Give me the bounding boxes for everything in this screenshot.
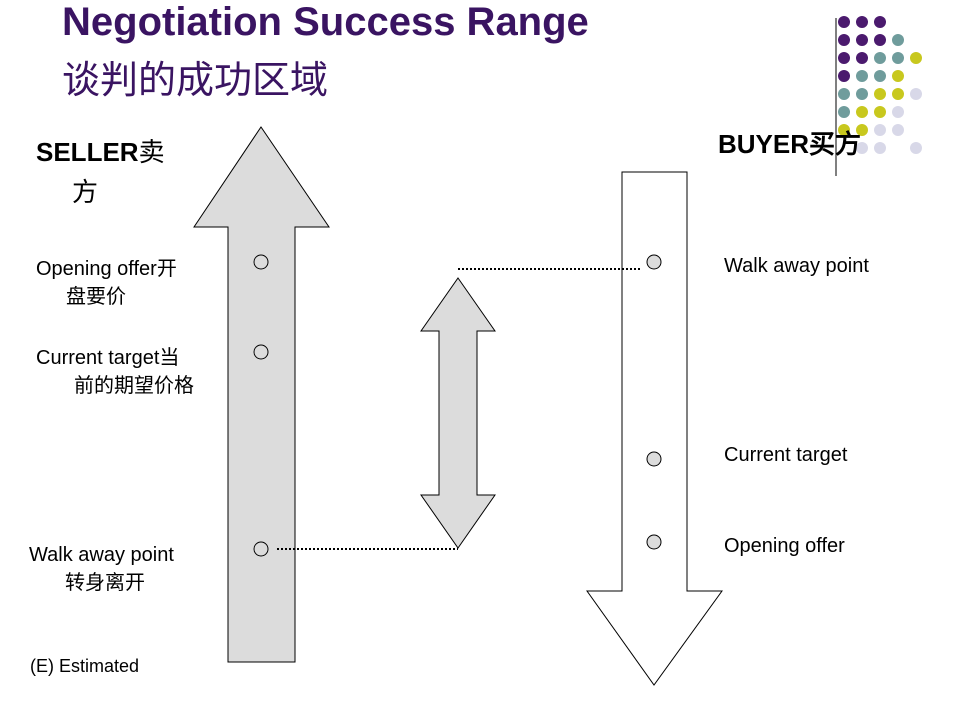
decorative-dot [910, 52, 922, 64]
seller-current-target-line2: 前的期望价格 [74, 375, 194, 397]
buyer-heading: BUYER买方 [718, 129, 862, 159]
decorative-dot [874, 70, 886, 82]
page-title: Negotiation Success Range [62, 0, 589, 44]
page-subtitle: 谈判的成功区域 [62, 58, 329, 102]
decorative-dot [838, 106, 850, 118]
decorative-dot [856, 88, 868, 100]
decorative-dot [838, 16, 850, 28]
decorative-dot [856, 106, 868, 118]
decorative-dot [874, 88, 886, 100]
decorative-dot [892, 106, 904, 118]
buyer-walk-away-label: Walk away point [724, 255, 869, 277]
seller-heading-zh-1: 卖 [138, 137, 165, 167]
success-range-double-arrow [420, 277, 496, 549]
seller-up-arrow [193, 126, 330, 663]
buyer-current-target-label: Current target [724, 444, 848, 466]
decorative-dot [838, 124, 850, 136]
buyer-current-target-marker [646, 451, 662, 467]
seller-opening-offer-marker [253, 254, 269, 270]
decorative-dot [838, 88, 850, 100]
decorative-dot [856, 70, 868, 82]
decorative-dot [856, 34, 868, 46]
decorative-dot [838, 52, 850, 64]
buyer-opening-offer-marker [646, 534, 662, 550]
decorative-dot [856, 142, 868, 154]
decorative-dot [874, 142, 886, 154]
decorative-dot [874, 16, 886, 28]
seller-walk-away-line2: 转身离开 [65, 572, 145, 594]
seller-opening-offer-label: Opening offer开 盘要价 [36, 255, 177, 311]
decorative-dot [838, 34, 850, 46]
decorative-dot [892, 70, 904, 82]
seller-walk-away-line1: Walk away point [29, 544, 174, 566]
decorative-dot [874, 34, 886, 46]
seller-walk-away-label: Walk away point 转身离开 [29, 541, 174, 597]
decorative-dot-grid [838, 16, 922, 154]
decorative-dot [874, 52, 886, 64]
seller-current-target-label: Current target当 前的期望价格 [36, 344, 194, 400]
decorative-dot [874, 106, 886, 118]
decorative-dot [838, 70, 850, 82]
seller-opening-offer-line1: Opening offer开 [36, 258, 177, 280]
seller-current-target-marker [253, 344, 269, 360]
seller-walk-away-marker [253, 541, 269, 557]
decorative-dot [892, 52, 904, 64]
decorative-dot [910, 142, 922, 154]
estimated-note: (E) Estimated [30, 656, 140, 676]
buyer-opening-offer-label: Opening offer [724, 535, 845, 557]
seller-opening-offer-line2: 盘要价 [66, 286, 126, 308]
decorative-dot [892, 88, 904, 100]
seller-heading-en: SELLER [36, 137, 139, 167]
decorative-dot [892, 34, 904, 46]
buyer-walk-away-marker [646, 254, 662, 270]
seller-heading: SELLER卖 方 [36, 132, 165, 212]
buyer-down-arrow [586, 171, 723, 686]
decorative-dot [874, 124, 886, 136]
decorative-dot [856, 16, 868, 28]
seller-current-target-line1: Current target当 [36, 347, 180, 369]
decorative-dot [892, 124, 904, 136]
seller-heading-zh-2: 方 [72, 177, 99, 207]
decorative-dot [910, 88, 922, 100]
decorative-dot [856, 52, 868, 64]
decorative-dot [856, 124, 868, 136]
